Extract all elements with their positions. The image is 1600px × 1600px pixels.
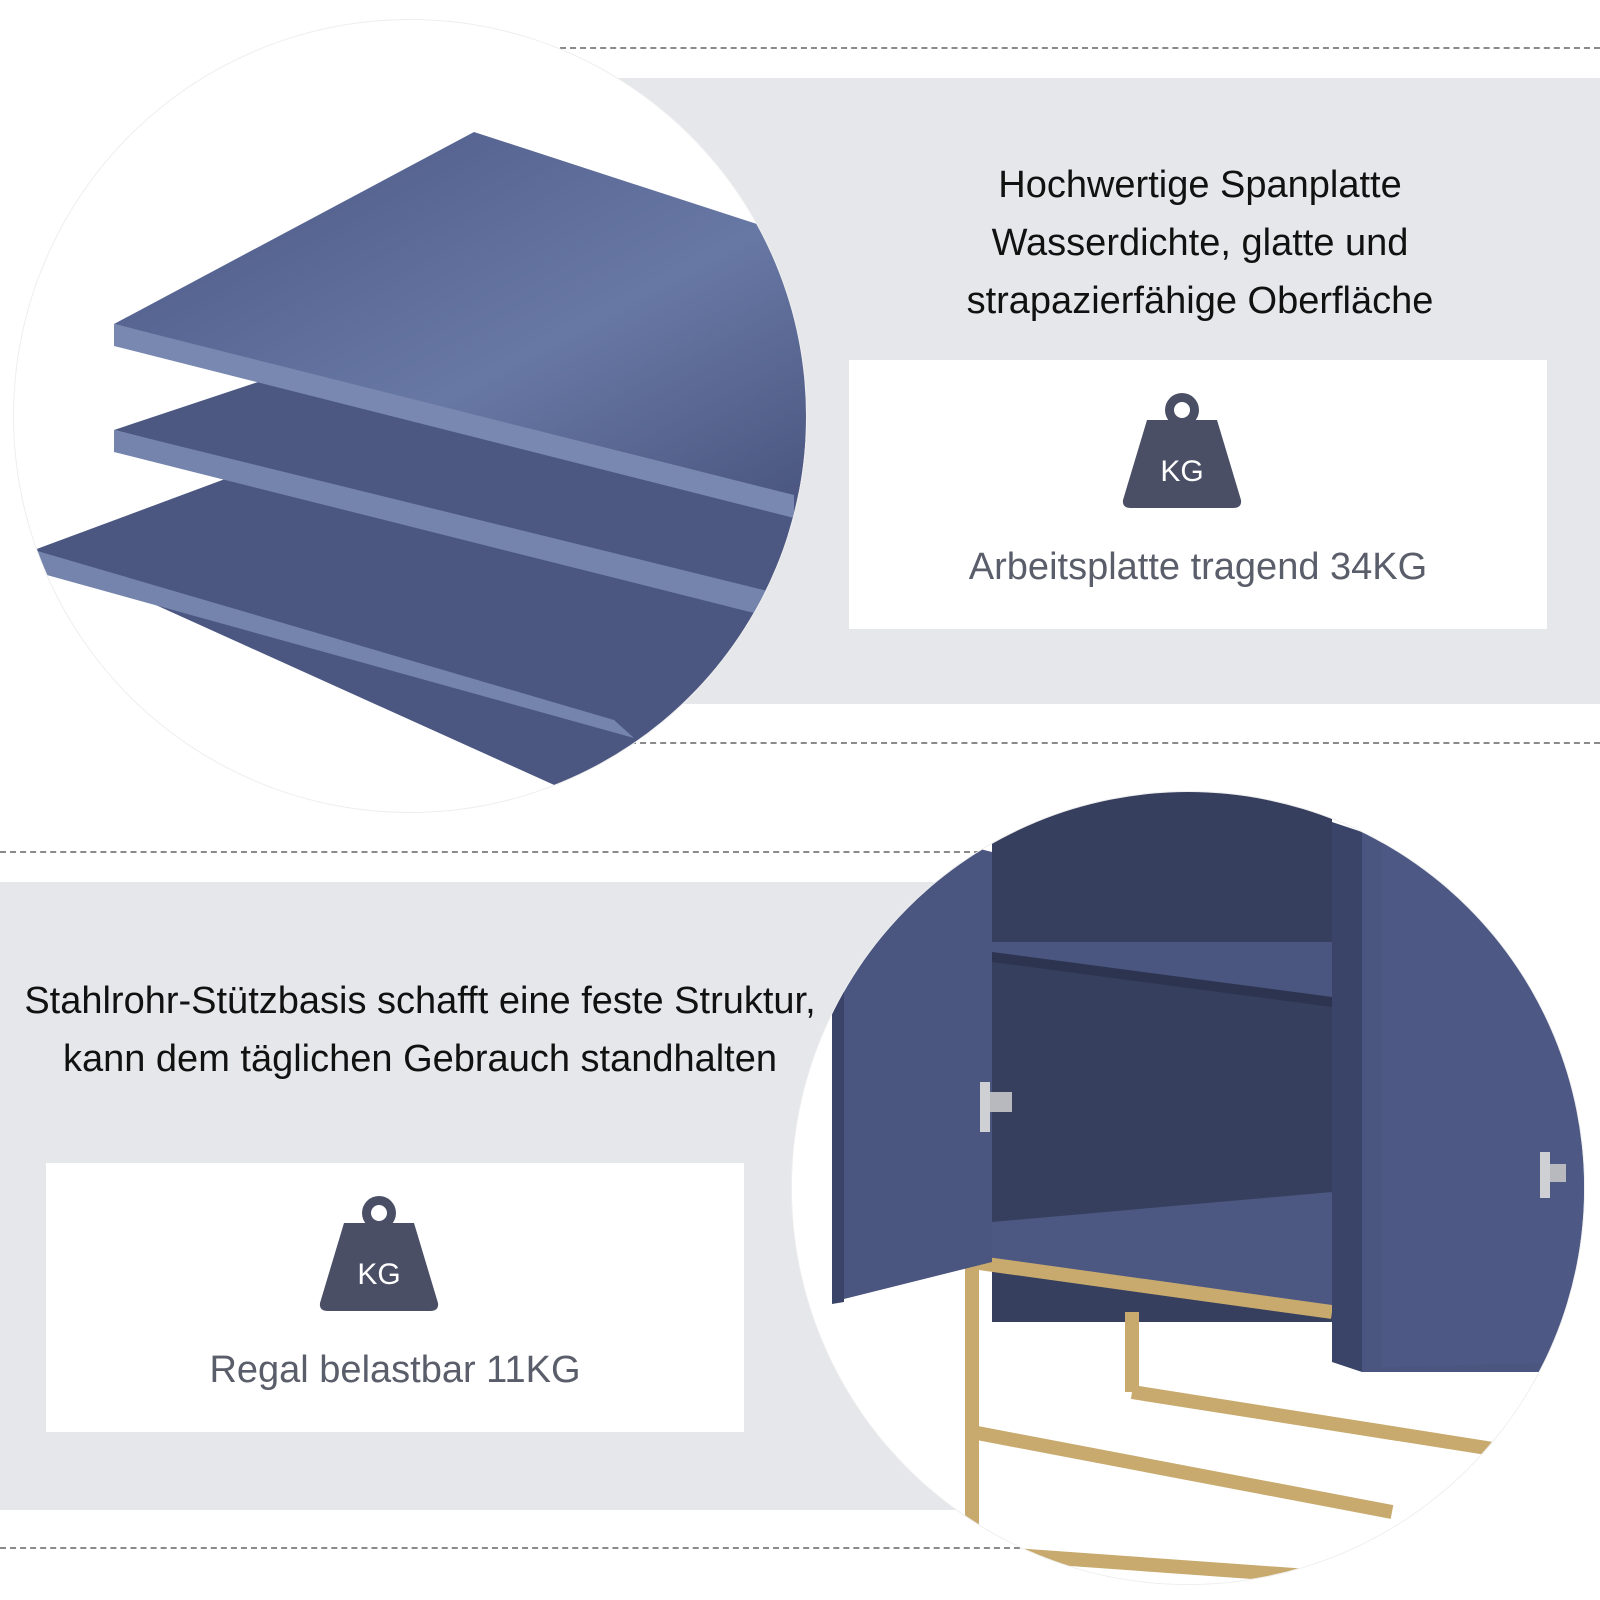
divider-top [560,47,1600,49]
top-headline-line3: strapazierfähige Oberfläche [966,280,1434,322]
top-headline: Hochwertige Spanplatte Wasserdichte, gla… [900,156,1500,330]
kg-weight-icon: KG [319,1196,439,1311]
bottom-headline: Stahlrohr-Stützbasis schafft eine feste … [0,972,840,1088]
top-headline-line2: Wasserdichte, glatte und [991,222,1409,264]
kg-weight-icon: KG [1122,393,1242,508]
svg-text:KG: KG [357,1258,400,1291]
cabinet-steel-base-image [792,792,1584,1584]
bottom-load-card: KG Regal belastbar 11KG [46,1163,744,1432]
top-load-caption: Arbeitsplatte tragend 34KG [968,546,1428,588]
bottom-headline-line2: kann dem täglichen Gebrauch standhalten [62,1038,778,1080]
divider-middle-right [620,742,1600,744]
top-load-card: KG Arbeitsplatte tragend 34KG [849,360,1547,629]
svg-text:KG: KG [1160,455,1203,488]
divider-middle-left [0,851,980,853]
bottom-headline-line1: Stahlrohr-Stützbasis schafft eine feste … [24,980,816,1022]
divider-bottom [0,1547,1020,1549]
particleboard-closeup-image [14,20,806,812]
top-headline-line1: Hochwertige Spanplatte [998,164,1402,206]
bottom-load-caption: Regal belastbar 11KG [209,1349,581,1391]
